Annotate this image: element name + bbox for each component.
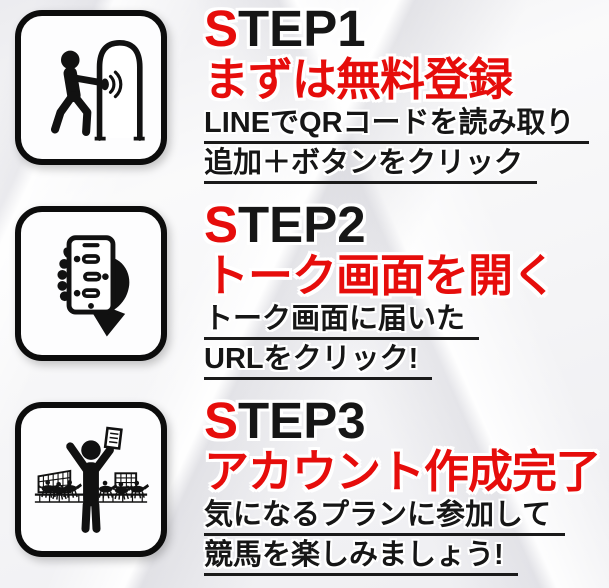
step-1-section: STEP1 まずは無料登録 LINEでQRコードを読み取り 追加＋ボタンをクリッ… — [0, 0, 609, 196]
step-1-title-accent: S — [204, 0, 239, 57]
step-3-description-line-1: 気になるプランに参加して — [204, 501, 566, 536]
step-1-title: STEP1 — [204, 3, 606, 54]
step-3-section: STEP3 アカウント作成完了 気になるプランに参加して 競馬を楽しみましょう! — [0, 392, 609, 588]
step-2-description: トーク画面に届いた URLをクリック! — [204, 305, 606, 385]
step-1-headline: まずは無料登録 — [204, 54, 513, 105]
step-3-description: 気になるプランに参加して 競馬を楽しみましょう! — [204, 501, 606, 581]
step-1-text: STEP1 まずは無料登録 LINEでQRコードを読み取り 追加＋ボタンをクリッ… — [204, 3, 606, 189]
step-2-section: STEP2 トーク画面を開く トーク画面に届いた URLをクリック! — [0, 196, 609, 392]
step-3-icon-box — [15, 402, 167, 557]
step-3-title-rest: TEP3 — [238, 392, 366, 449]
hand-smartphone-chat-icon — [57, 234, 130, 336]
step-1-description-line-2: 追加＋ボタンをクリック — [204, 149, 538, 184]
cheering-winner-racetrack-icon — [34, 426, 150, 533]
step-2-description-line-2: URLをクリック! — [204, 345, 433, 380]
step-2-headline: トーク画面を開く — [204, 250, 557, 301]
step-2-title: STEP2 — [204, 199, 606, 250]
step-3-title: STEP3 — [204, 395, 606, 446]
step-3-headline: アカウント作成完了 — [204, 446, 601, 497]
step-2-description-line-1: トーク画面に届いた — [204, 305, 480, 340]
step-3-title-accent: S — [204, 392, 239, 449]
step-2-title-accent: S — [204, 196, 239, 253]
step-3-description-line-2: 競馬を楽しみましょう! — [204, 541, 518, 576]
step-1-title-rest: TEP1 — [238, 0, 366, 57]
step-1-description-line-1: LINEでQRコードを読み取り — [204, 109, 589, 144]
step-2-icon-box — [15, 206, 167, 361]
step-1-description: LINEでQRコードを読み取り 追加＋ボタンをクリック — [204, 109, 606, 189]
step-2-title-rest: TEP2 — [238, 196, 366, 253]
door-entry-icon — [50, 39, 145, 141]
step-2-text: STEP2 トーク画面を開く トーク画面に届いた URLをクリック! — [204, 199, 606, 385]
step-1-icon-box — [15, 10, 167, 165]
step-3-text: STEP3 アカウント作成完了 気になるプランに参加して 競馬を楽しみましょう! — [204, 395, 606, 581]
